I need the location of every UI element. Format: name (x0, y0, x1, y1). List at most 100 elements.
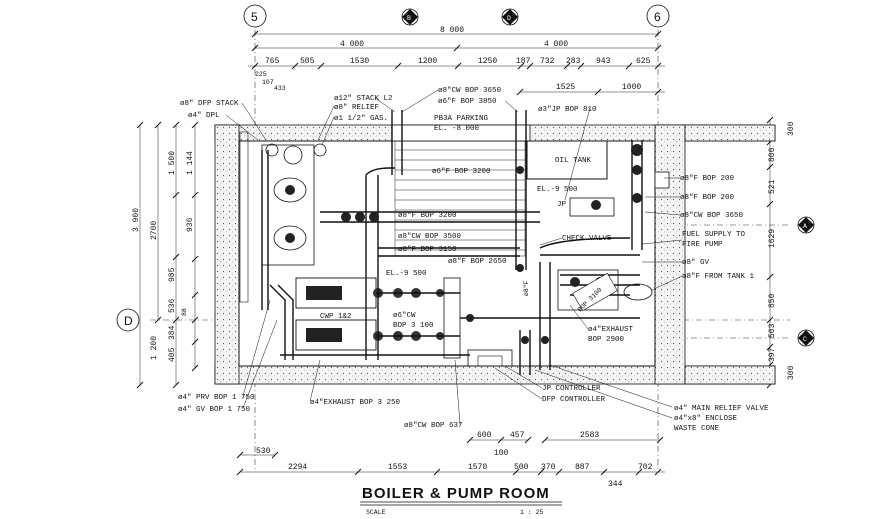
label-f-bop-200a: ø8"F BOP 200 (680, 175, 735, 183)
dim-88: 88 (181, 308, 188, 316)
dim-bottom-457: 457 (510, 431, 525, 440)
label-bop-3100b: BOP 3 100 (393, 322, 434, 330)
dim-right-850: 850 (768, 293, 777, 308)
dim-bottom-600: 600 (477, 431, 492, 440)
bottom-dimensions: 2294 1553 1570 500 370 887 702 530 600 4… (236, 431, 665, 489)
grid-label-D-top: D (507, 15, 511, 22)
right-dimensions: 300 800 521 1629 850 503 397 300 (766, 116, 796, 389)
dim-1525: 1525 (556, 83, 575, 92)
grid-label-B: B (407, 15, 411, 22)
dim-bottom-2294: 2294 (288, 463, 307, 472)
dim-bottom-500: 500 (514, 463, 529, 472)
piping (269, 110, 670, 375)
label-dfp-controller: DFP CONTROLLER (542, 396, 606, 404)
dim-2700: 2700 (150, 221, 159, 240)
dim-right-1629: 1629 (768, 229, 777, 248)
label-el9500-mid: EL.-9 500 (386, 270, 427, 278)
grid-bubble-5: 5 (243, 4, 267, 28)
left-dimensions: 3 900 2700 1 200 1 500 1 144 936 985 536… (132, 121, 199, 389)
dim-bottom-702: 702 (638, 463, 653, 472)
stairs (394, 140, 526, 257)
label-cw-bop-637: ø8"CW BOP 637 (404, 422, 463, 430)
label-relief: ø8" RELIEF (334, 104, 379, 112)
dim-433: 433 (274, 85, 286, 92)
label-gv: ø8" GV (682, 259, 710, 267)
dim-536: 536 (168, 298, 177, 313)
dim-bottom-887: 887 (575, 463, 590, 472)
dim-right-300b: 300 (787, 365, 796, 380)
label-el9500-top: EL.-9 500 (537, 186, 578, 194)
dim-985: 985 (168, 267, 177, 282)
dim-1200: 1200 (418, 57, 437, 66)
label-stack-l2: ø12" STACK L2 (334, 95, 393, 103)
grid-label-A: A (803, 223, 807, 230)
label-gv-bop: ø4" GV BOP 1 750 (178, 406, 251, 414)
grid-bubble-A: A (797, 216, 815, 234)
label-waste-cone: WASTE CONE (674, 425, 720, 433)
label-dpl: ø4" DPL (188, 112, 220, 120)
dim-1200: 1 200 (150, 336, 159, 360)
dim-half-right: 4 000 (544, 40, 568, 49)
label-exhaust-3250: ø4"EXHAUST BOP 3 250 (310, 399, 401, 407)
label-exhaust-2900-b: BOP 2900 (588, 336, 625, 344)
label-pb3a: PB3A PARKING (434, 115, 489, 123)
dim-505: 505 (300, 57, 315, 66)
label-jp-controller: JP CONTROLLER (542, 385, 601, 393)
dim-right-300a: 300 (787, 121, 796, 136)
dim-right-397: 397 (768, 347, 777, 362)
dim-107: 107 (262, 79, 274, 86)
dim-405: 405 (168, 347, 177, 362)
dim-bottom-344: 344 (608, 480, 623, 489)
scale-label: SCALE (366, 509, 386, 516)
pipe-labels: ø8" DFP STACK ø4" DPL ø8" RELIEF ø1 1/2"… (178, 87, 769, 433)
boiler-units (239, 131, 327, 310)
dim-384: 384 (168, 325, 177, 340)
dim-bottom-1570: 1570 (468, 463, 487, 472)
grid-label-6: 6 (654, 10, 661, 24)
label-dfp-stack: ø8" DFP STACK (180, 100, 239, 108)
label-enclose: ø4"x8" ENCLOSE (674, 415, 738, 423)
grid-bubble-D-left: D (116, 308, 140, 332)
label-cw-bop-3650-right: ø8"CW BOP 3650 (680, 212, 744, 220)
label-gas: ø1 1/2" GAS. (334, 115, 388, 123)
dim-732: 732 (540, 57, 555, 66)
dim-1530: 1530 (350, 57, 369, 66)
dim-283: 283 (566, 57, 581, 66)
dim-half-left: 4 000 (340, 40, 364, 49)
label-f-bop-3150: ø8"F BOP 3150 (398, 246, 457, 254)
dim-right-800: 800 (768, 147, 777, 162)
label-jp-bop-810: ø3"JP BOP 810 (538, 106, 597, 114)
dim-bottom-1553: 1553 (388, 463, 407, 472)
grid-bubble-6: 6 (646, 4, 670, 28)
label-cw-bop-3650-top: ø8"CW BOP 3650 (438, 87, 502, 95)
label-f-bop-200b: ø8"F BOP 200 (680, 194, 735, 202)
top-dimensions: 8 000 4 000 4 000 765 505 1530 1200 1250… (248, 26, 665, 96)
label-check-valve: CHECK VALVE (562, 235, 612, 243)
controllers (467, 349, 513, 367)
label-exhaust-2900-a: ø4"EXHAUST (588, 326, 634, 334)
dim-1500: 1 500 (168, 151, 177, 175)
label-cw-bop-3500: ø8"CW BOP 3500 (398, 233, 462, 241)
label-f-bop-3850: ø6"F BOP 3850 (438, 98, 497, 106)
dim-1144: 1 144 (186, 151, 195, 175)
drawing-title: BOILER & PUMP ROOM (362, 485, 550, 502)
label-f-bop-3200-a: ø6"F BOP 3200 (432, 168, 491, 176)
dim-right-521: 521 (768, 179, 777, 194)
label-jp: JP (557, 201, 567, 209)
leader-lines (225, 89, 683, 425)
oil-tank-label: OIL TANK (555, 157, 592, 165)
dim-1000: 1000 (622, 83, 641, 92)
dim-1250: 1250 (478, 57, 497, 66)
dim-bottom-530: 530 (256, 447, 271, 456)
dim-bottom-2583: 2583 (580, 431, 599, 440)
label-fuel-supply-1: FUEL SUPPLY TO (682, 231, 746, 239)
grid-label-D-left: D (124, 314, 133, 328)
label-fuel-supply-2: FIRE PUMP (682, 241, 723, 249)
cwp-label: CWP 1&2 (320, 313, 352, 321)
pump-units: CWP 1&2 (295, 277, 461, 359)
dim-765: 765 (265, 57, 280, 66)
grid-label-5: 5 (251, 10, 258, 24)
grid-bubble-B: B (401, 8, 419, 26)
grid-label-C: C (803, 336, 807, 343)
